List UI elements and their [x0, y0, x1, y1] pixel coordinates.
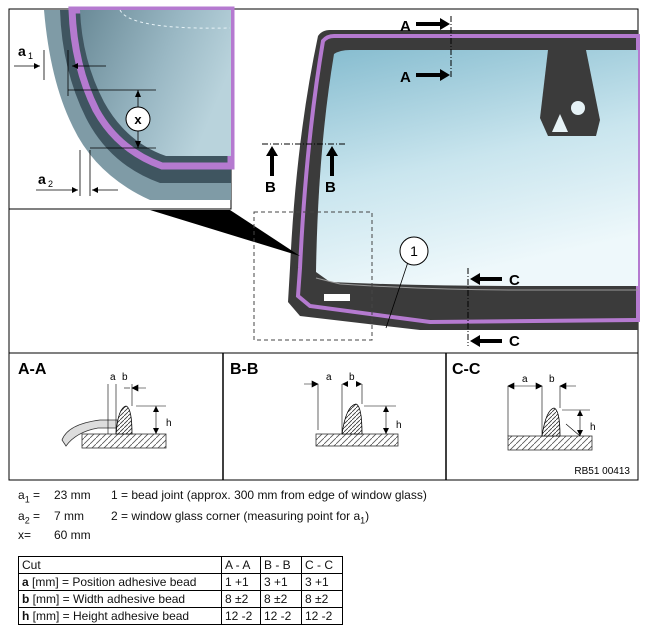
legend-a1-eq: = [29, 488, 41, 502]
section-bb-b: b [349, 372, 355, 383]
reference-code: RB51 00413 [574, 466, 630, 477]
table-cell: 1 +1 [221, 573, 261, 591]
legend-a2-label: a [18, 509, 25, 523]
legend-x-value: 60 mm [54, 528, 91, 542]
row-desc: [mm] = Position adhesive bead [28, 575, 197, 589]
section-title-aa: A-A [18, 361, 47, 378]
detail-label-a1-sub: 1 [28, 51, 33, 61]
legend-a1-sub: 1 [24, 494, 30, 505]
mirror-mount [540, 50, 600, 136]
label-a-top: A [400, 18, 411, 35]
table-header-cc: C - C [301, 556, 343, 574]
legend-row-3: x= 60 mm [18, 528, 618, 542]
table-cell: 3 +1 [301, 573, 343, 591]
section-aa-h: h [166, 418, 172, 429]
legend-note-2: 2 = window glass corner (measuring point… [111, 509, 361, 523]
detail-pointer [150, 210, 300, 256]
label-b-left: B [265, 179, 276, 196]
section-title-bb: B-B [230, 361, 258, 378]
legend-x-label: x= [18, 528, 32, 542]
section-marker-a [416, 16, 452, 81]
table-cell: 12 -2 [301, 607, 343, 625]
label-c-bottom: C [509, 333, 520, 350]
legend-a2-value: 7 mm [54, 509, 84, 523]
section-aa-a: a [110, 372, 116, 383]
section-marker-c [467, 268, 502, 347]
table-cell: 8 ±2 [260, 590, 302, 608]
legend-note-1: 1 = bead joint (approx. 300 mm from edge… [111, 488, 427, 502]
section-title-cc: C-C [452, 361, 481, 378]
table-header-aa: A - A [221, 556, 261, 574]
legend-note-2-post: ) [365, 509, 370, 523]
legend-a2-sub: 2 [24, 515, 30, 526]
table-row: a [mm] = Position adhesive bead 1 +1 3 +… [18, 573, 343, 591]
section-a-a [61, 384, 167, 449]
table-cell: 12 -2 [260, 607, 302, 625]
section-aa-b: b [122, 372, 128, 383]
vin-mark [324, 294, 350, 301]
detail-label-a2: a [38, 171, 46, 187]
section-cc-h: h [590, 422, 596, 433]
section-bb-a: a [326, 372, 332, 383]
callout-x: x [134, 112, 142, 127]
section-c-c [507, 382, 593, 451]
detail-label-a2-sub: 2 [48, 179, 53, 189]
table-row: b [mm] = Width adhesive bead 8 ±2 8 ±2 8… [18, 590, 343, 608]
zoom-region [253, 211, 373, 341]
section-cc-a: a [522, 374, 528, 385]
table-row: h [mm] = Height adhesive bead 12 -2 12 -… [18, 607, 343, 625]
callout-1-leader [385, 261, 409, 329]
legend-a1-value: 23 mm [54, 488, 91, 502]
table-header-cut: Cut [18, 556, 222, 574]
section-bb-h: h [396, 420, 402, 431]
table-header-row: Cut A - A B - B C - C [18, 556, 343, 574]
label-c-top: C [509, 272, 520, 289]
legend-a2-eq: = [29, 509, 41, 523]
adhesive-bead-table: Cut A - A B - B C - C a [mm] = Position … [18, 556, 343, 625]
label-a-bottom: A [400, 69, 411, 86]
table-cell: 8 ±2 [221, 590, 261, 608]
table-cell: 3 +1 [260, 573, 302, 591]
table-cell: 8 ±2 [301, 590, 343, 608]
row-key: a [22, 575, 29, 589]
row-desc: [mm] = Height adhesive bead [29, 609, 190, 623]
table-header-bb: B - B [260, 556, 302, 574]
table-cell: 12 -2 [221, 607, 261, 625]
section-marker-b [262, 143, 345, 176]
section-cc-b: b [549, 374, 555, 385]
callout-1-circle [399, 236, 429, 266]
legend-note-2-sub: 1 [360, 515, 366, 526]
section-b-b [304, 380, 399, 447]
detail-inset [8, 6, 235, 210]
row-key: h [22, 609, 30, 623]
legend-a1-label: a [18, 488, 25, 502]
windshield [288, 30, 640, 330]
label-b-right: B [325, 179, 336, 196]
windshield-diagram: a 1 a 2 x A A B B C C 1 [8, 6, 640, 481]
detail-label-a1: a [18, 43, 26, 59]
sections-frame [8, 352, 639, 481]
callout-1: 1 [410, 243, 418, 259]
legend-row-1: a1 = 23 mm 1 = bead joint (approx. 300 m… [18, 488, 618, 505]
legend-row-2: a2 = 7 mm 2 = window glass corner (measu… [18, 509, 618, 526]
row-desc: [mm] = Width adhesive bead [29, 592, 186, 606]
row-key: b [22, 592, 30, 606]
